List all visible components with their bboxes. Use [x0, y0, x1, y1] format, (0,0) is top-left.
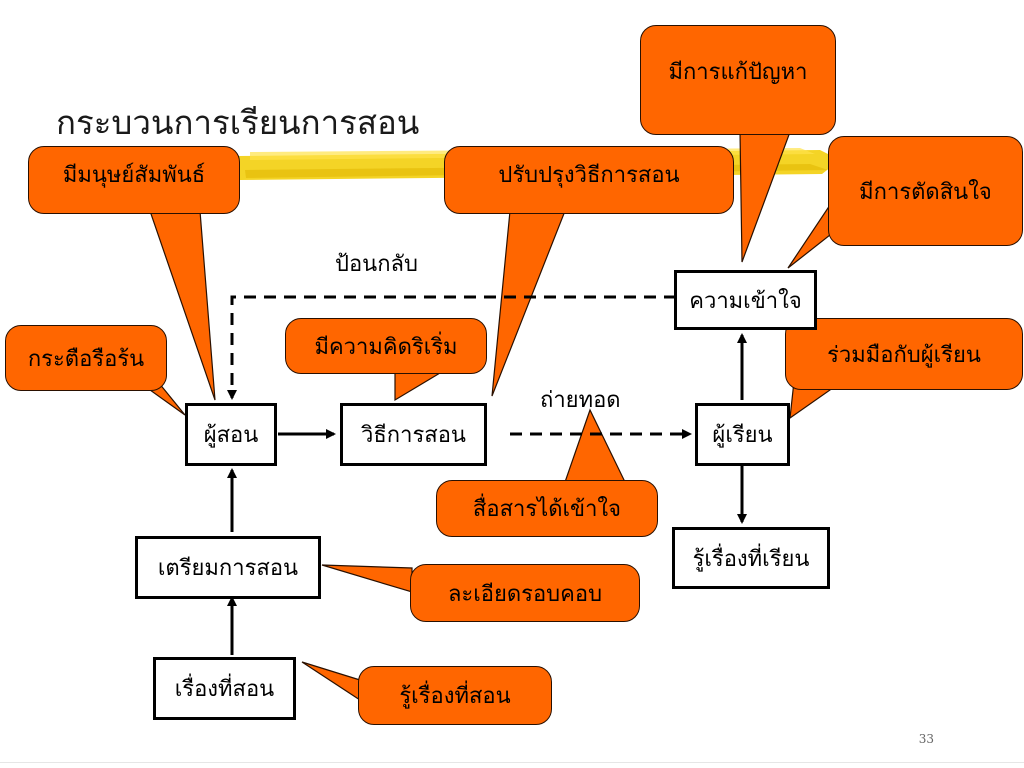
callout-decision-making: มีการตัดสินใจ — [828, 136, 1023, 246]
label-transfer: ถ่ายทอด — [540, 388, 621, 413]
node-teaching-topic: เรื่องที่สอน — [153, 657, 296, 720]
node-understanding: ความเข้าใจ — [674, 270, 817, 330]
callout-tail-creative — [394, 369, 448, 402]
node-teacher: ผู้สอน — [185, 403, 277, 466]
page-number: 33 — [918, 732, 934, 746]
callout-tail-know-topic — [301, 661, 361, 702]
node-teaching-prep: เตรียมการสอน — [135, 536, 321, 599]
node-learner: ผู้เรียน — [695, 403, 790, 466]
callout-tail-thorough — [321, 564, 413, 593]
callout-tail-communicate — [564, 408, 626, 483]
callout-thorough: ละเอียดรอบคอบ — [410, 564, 640, 622]
label-feedback: ป้อนกลับ — [335, 252, 418, 277]
callout-tail-decision-making — [787, 203, 831, 269]
callout-human-relations: มีมนุษย์สัมพันธ์ — [28, 146, 240, 214]
callout-cooperate: ร่วมมือกับผู้เรียน — [785, 318, 1023, 390]
bottom-rule — [0, 762, 1024, 763]
callout-tail-improve-methods — [491, 210, 566, 397]
callout-problem-solving: มีการแก้ปัญหา — [640, 25, 836, 135]
callout-enthusiastic: กระตือรือร้น — [5, 325, 167, 391]
callout-creative: มีความคิดริเริ่ม — [285, 318, 487, 374]
callout-tail-problem-solving — [739, 131, 791, 263]
feedback-arrow — [227, 295, 676, 400]
node-know-learning: รู้เรื่องที่เรียน — [672, 527, 830, 589]
slide-title: กระบวนการเรียนการสอน — [56, 103, 420, 142]
node-teaching-method: วิธีการสอน — [340, 403, 487, 466]
callout-improve-methods: ปรับปรุงวิธีการสอน — [444, 146, 734, 214]
callout-communicate: สื่อสารได้เข้าใจ — [436, 480, 658, 537]
callout-know-topic: รู้เรื่องที่สอน — [358, 666, 552, 725]
